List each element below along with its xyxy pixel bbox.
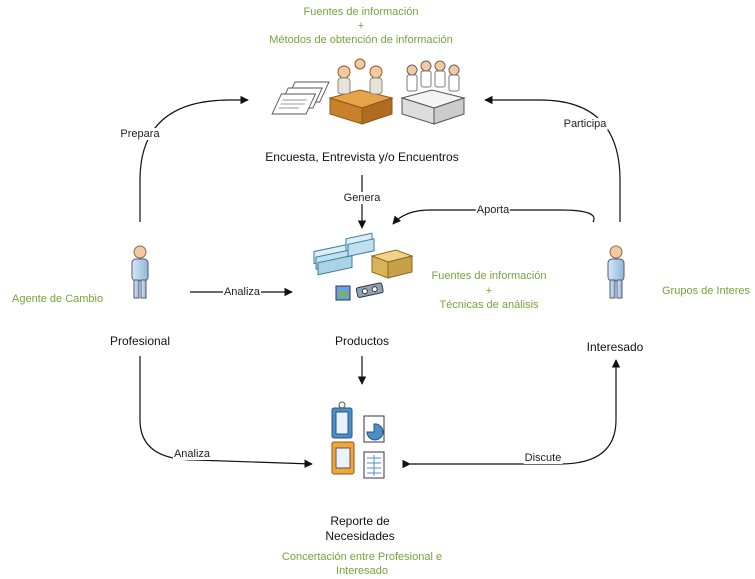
node-reporte-line1: Reporte de (330, 514, 390, 528)
edge-label-analiza-products: Analiza (222, 286, 262, 298)
edge-label-analiza-report: Analiza (172, 448, 212, 460)
note-agente: Agente de Cambio (12, 293, 104, 305)
top-note-line2: + (357, 20, 365, 32)
note-grupos: Grupos de Interes (662, 285, 751, 297)
edge-label-participa: Participa (562, 118, 608, 130)
note-tecnicas-line1: Fuentes de información (431, 270, 547, 282)
node-interesado: Interesado (586, 340, 644, 354)
top-note-line3: Métodos de obtención de información (269, 34, 453, 46)
edge-label-discute: Discute (523, 452, 563, 464)
person-icon (131, 245, 149, 299)
bottom-note-line2: Interesado (336, 565, 388, 577)
edge-analiza-report (139, 356, 313, 468)
node-productos: Productos (334, 334, 390, 348)
documents-icon (271, 81, 330, 115)
edge-discute (402, 359, 621, 469)
products-icon (313, 232, 414, 301)
node-profesional: Profesional (109, 334, 171, 348)
node-reporte-line2: Necesidades (325, 529, 395, 543)
person-icon (607, 245, 625, 299)
edge-label-prepara: Prepara (119, 128, 161, 140)
report-icon (331, 401, 385, 479)
note-tecnicas-line3: Técnicas de análisis (439, 299, 539, 311)
top-note-line1: Fuentes de información (303, 6, 419, 18)
bottom-note-line1: Concertación entre Profesional e (281, 551, 443, 563)
edge-label-genera: Genera (342, 192, 382, 204)
note-tecnicas-line2: + (485, 285, 493, 297)
edge-prepara (139, 95, 249, 222)
edge-label-aporta: Aporta (475, 204, 511, 216)
meeting-icon (328, 58, 394, 125)
group-meeting-icon (400, 60, 466, 125)
node-encuesta: Encuesta, Entrevista y/o Encuentros (265, 150, 459, 164)
